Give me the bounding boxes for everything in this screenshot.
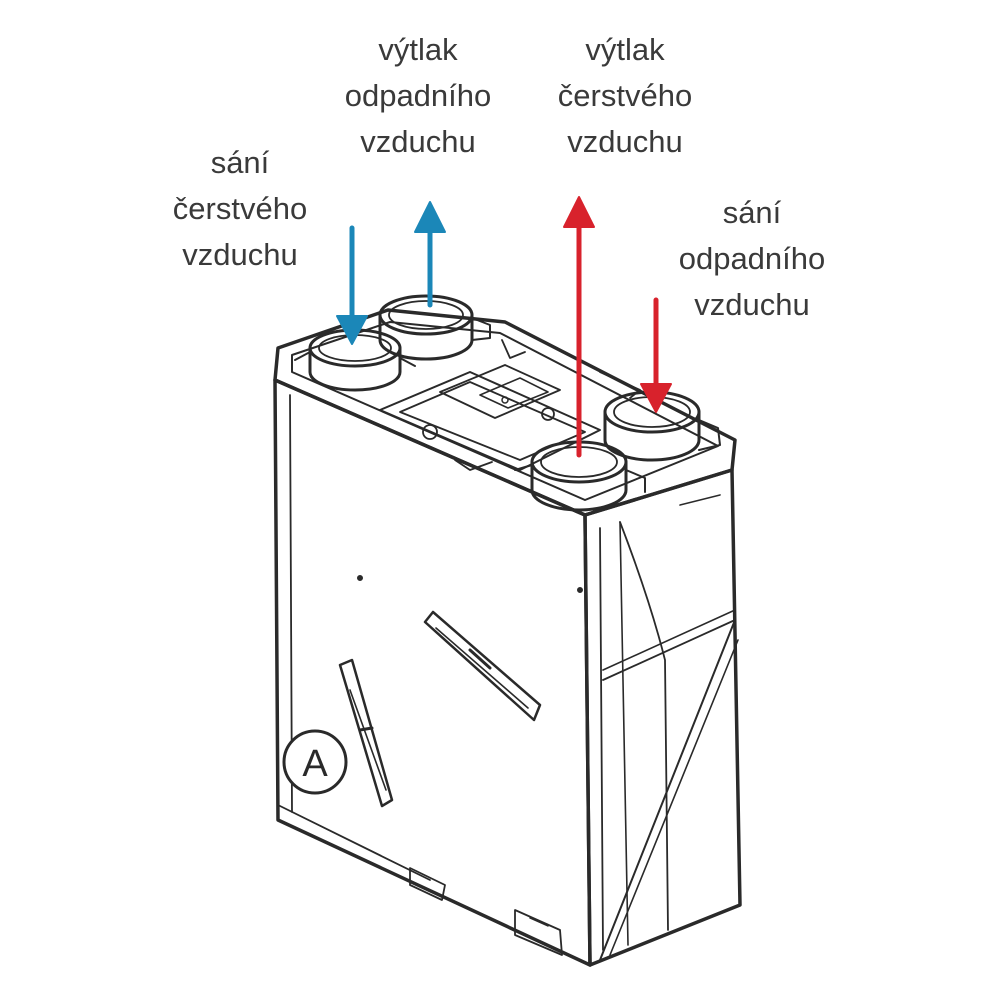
marker-a: A bbox=[282, 729, 348, 795]
carry-handle-slots bbox=[338, 610, 542, 808]
duct-collar-waste-intake bbox=[603, 390, 721, 462]
marker-a-text: A bbox=[302, 743, 328, 785]
label-fresh-air-intake: sání čerstvého vzduchu bbox=[172, 145, 308, 272]
arrow-fresh-intake bbox=[336, 225, 368, 345]
arrow-waste-exhaust bbox=[414, 201, 446, 308]
unit-top-frame bbox=[273, 308, 737, 517]
arrow-waste-intake bbox=[640, 297, 672, 413]
unit-body bbox=[273, 378, 742, 967]
label-fresh-air-supply: výtlak čerstvého vzduchu bbox=[557, 32, 693, 159]
duct-collar-waste-exhaust bbox=[378, 294, 491, 361]
label-waste-air-intake: sání odpadního vzduchu bbox=[678, 195, 826, 322]
duct-collar-fresh-intake bbox=[294, 328, 416, 392]
label-waste-air-exhaust: výtlak odpadního vzduchu bbox=[344, 32, 492, 159]
arrow-fresh-supply bbox=[563, 196, 595, 458]
